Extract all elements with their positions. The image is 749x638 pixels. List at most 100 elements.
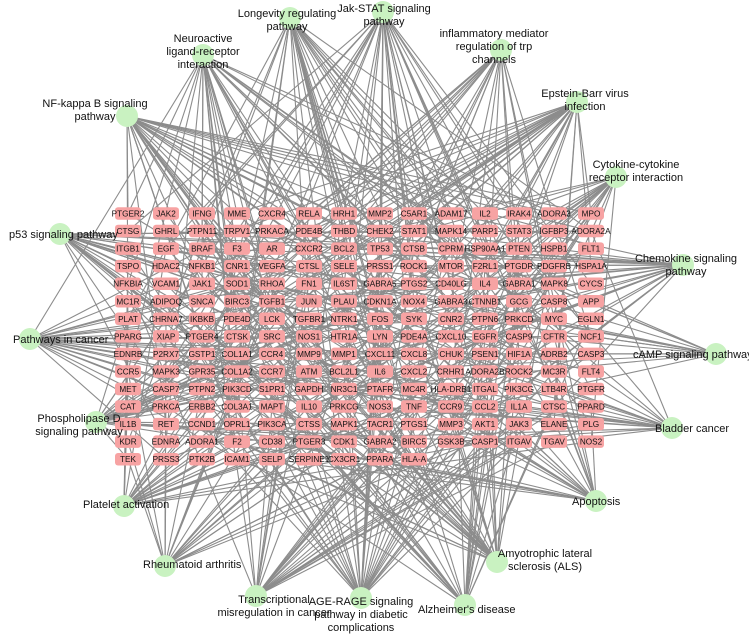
gene-node-bcl2: BCL2 — [331, 242, 357, 255]
gene-node-box — [367, 259, 393, 273]
gene-node-box — [506, 277, 532, 290]
gene-node-pparg: PPARG — [114, 330, 142, 343]
gene-node-cx3cr1: CX3CR1 — [328, 452, 361, 466]
edge — [59, 233, 486, 285]
gene-label: NFKBIA — [113, 280, 143, 289]
gene-label: EDNRA — [152, 438, 181, 447]
gene-node-myc: MYC — [541, 312, 567, 326]
gene-node-box — [472, 365, 498, 378]
gene-node-f2: F2 — [224, 435, 250, 448]
gene-label: CHUK — [439, 350, 463, 359]
gene-node-atm: ATM — [296, 365, 322, 378]
gene-node-parp1: PARP1 — [472, 224, 499, 238]
gene-node-gabra2: GABRA2 — [363, 435, 397, 448]
gene-node-birc5: BIRC5 — [401, 435, 427, 448]
edge — [202, 54, 555, 215]
gene-label: HTR1A — [331, 332, 358, 341]
edge — [343, 49, 502, 232]
gene-label: ERBB2 — [189, 403, 216, 412]
gene-node-plat: PLAT — [115, 312, 141, 326]
gene-node-mc4r: MC4R — [401, 382, 427, 396]
gene-label: PTGER2 — [112, 210, 145, 219]
gene-node-ikbkb: IKBKB — [189, 312, 215, 326]
gene-label: ITGB1 — [116, 245, 140, 254]
gene-label: STAT3 — [507, 227, 532, 236]
gene-node-adora3: ADORA3 — [537, 207, 571, 220]
gene-label: CFTR — [543, 332, 565, 341]
gene-label: SRC — [263, 332, 280, 341]
gene-node-adam17: ADAM17 — [435, 207, 468, 220]
gene-node-box — [367, 452, 393, 466]
gene-node-il6: IL6 — [367, 365, 393, 378]
gene-node-mapk14: MAPK14 — [435, 224, 468, 238]
pathway-node-circle — [245, 585, 267, 607]
gene-node-box — [472, 259, 498, 273]
edge — [271, 101, 578, 285]
gene-node-box — [189, 400, 215, 413]
gene-node-box — [578, 295, 604, 308]
gene-node-box — [259, 330, 285, 343]
gene-node-box — [296, 365, 322, 378]
edge — [164, 459, 167, 567]
gene-node-hla-drb1: HLA-DRB1 — [431, 382, 472, 396]
gene-label: ATM — [301, 367, 318, 376]
gene-node-birc3: BIRC3 — [224, 295, 250, 308]
gene-node-box — [541, 347, 567, 361]
gene-node-box — [472, 330, 498, 343]
pathway-label: Pathways in cancer — [13, 334, 109, 346]
pathway-node-circle — [661, 417, 683, 439]
gene-node-col1a1: COL1A1 — [221, 347, 253, 361]
gene-node-gapdh: GAPDH — [294, 382, 324, 396]
gene-node-pten: PTEN — [506, 242, 532, 255]
gene-node-ppara: PPARA — [366, 452, 394, 466]
gene-node-lyn: LYN — [367, 330, 393, 343]
gene-node-kdr: KDR — [115, 435, 141, 448]
edge — [360, 371, 486, 599]
gene-node-ptpn11: PTPN11 — [187, 224, 218, 238]
gene-node-box — [224, 400, 250, 413]
gene-node-adipoq: ADIPOQ — [150, 295, 182, 308]
gene-node-cxcl10: CXCL10 — [436, 330, 467, 343]
pathway-node-circle — [49, 223, 71, 245]
edge — [484, 101, 578, 267]
gene-node-jak3: JAK3 — [506, 417, 532, 431]
gene-label: CXCL11 — [365, 350, 396, 359]
gene-node-ptgdr: PTGDR — [505, 259, 533, 273]
edge — [289, 17, 466, 606]
gene-node-box — [224, 259, 250, 273]
gene-node-box — [506, 365, 532, 378]
gene-node-plau: PLAU — [331, 295, 357, 308]
gene-label: BCL2 — [334, 245, 355, 254]
edge — [126, 115, 555, 215]
gene-node-box — [153, 259, 179, 273]
pathway-node-circle — [705, 343, 727, 365]
gene-node-box — [472, 295, 498, 308]
gene-node-syk: SYK — [401, 312, 427, 326]
gene-node-box — [224, 417, 250, 431]
pathway-label: Platelet activation — [83, 499, 169, 511]
gene-label: CTNNB1 — [469, 297, 502, 306]
gene-label: IGFBP3 — [539, 227, 569, 236]
gene-label: PTPN6 — [472, 315, 499, 324]
gene-label: MMP1 — [332, 350, 356, 359]
edge — [590, 370, 673, 429]
edge — [289, 17, 415, 232]
gene-label: TGAV — [543, 438, 565, 447]
gene-node-ctnnb1: CTNNB1 — [469, 295, 502, 308]
gene-label: CD40LG — [435, 280, 467, 289]
gene-node-box — [331, 400, 357, 413]
gene-label: CNR2 — [440, 315, 463, 324]
gene-node-box — [224, 365, 250, 378]
gene-node-mapk8: MAPK8 — [540, 277, 568, 290]
gene-node-il4: IL4 — [472, 277, 498, 290]
gene-label: MME — [227, 210, 247, 219]
gene-node-hspa1a: HSPA1A — [575, 259, 607, 273]
gene-label: PSEN1 — [472, 350, 499, 359]
gene-node-src: SRC — [259, 330, 285, 343]
gene-node-box — [259, 277, 285, 290]
gene-label: EGFR — [474, 332, 497, 341]
gene-node-box — [331, 259, 357, 273]
gene-node-pdgfrb: PDGFRB — [537, 259, 572, 273]
